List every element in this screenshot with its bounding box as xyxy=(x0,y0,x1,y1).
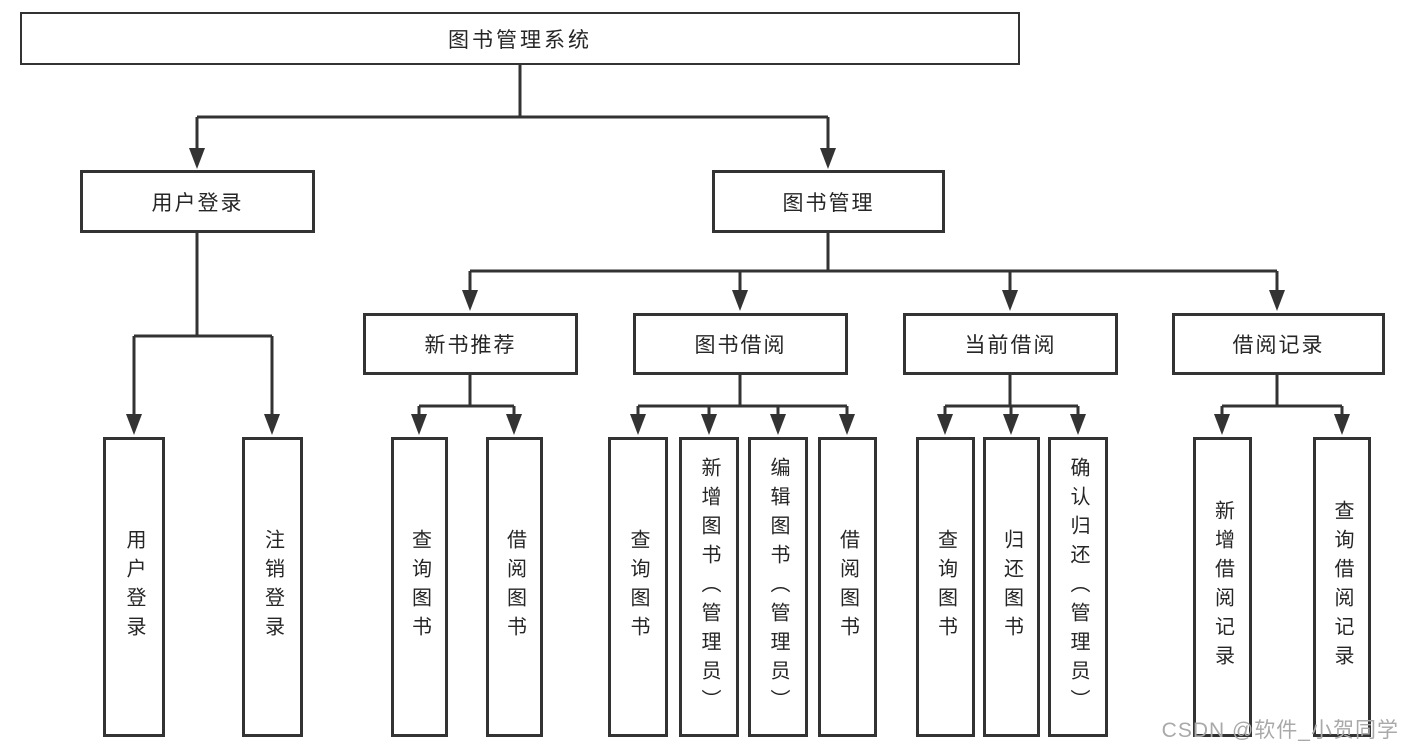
node-borrow-records-label: 借阅记录 xyxy=(1232,334,1325,357)
leaf-confirm-return-admin-label: 确认归还（管理员） xyxy=(1067,456,1089,718)
leaf-add-book-admin-label: 新增图书（管理员） xyxy=(698,456,720,718)
arrowheads xyxy=(126,148,1350,435)
leaf-query-borrow-record-label: 查询借阅记录 xyxy=(1331,500,1353,674)
leaf-logout: 注销登录 xyxy=(242,437,303,737)
connector-root xyxy=(195,65,830,149)
leaf-borrow-books: 借阅图书 xyxy=(818,437,877,737)
node-library-system-label: 图书管理系统 xyxy=(448,28,592,52)
leaf-edit-book-admin: 编辑图书（管理员） xyxy=(748,437,808,737)
node-book-management-label: 图书管理 xyxy=(782,191,875,215)
node-new-book-recommend-label: 新书推荐 xyxy=(424,334,517,357)
connector-borrow-records xyxy=(1220,375,1344,415)
csdn-watermark: CSDN @软件_小贺同学 xyxy=(1161,719,1399,742)
leaf-query-books-recommend-label: 查询图书 xyxy=(408,529,431,645)
leaf-query-books-current-label: 查询图书 xyxy=(934,529,957,645)
node-library-system: 图书管理系统 xyxy=(20,12,1020,65)
connector-user-login xyxy=(132,233,274,415)
leaf-add-borrow-record: 新增借阅记录 xyxy=(1193,437,1252,737)
leaf-borrow-books-label: 借阅图书 xyxy=(836,529,859,645)
leaf-user-login: 用户登录 xyxy=(103,437,165,737)
leaf-query-borrow-record: 查询借阅记录 xyxy=(1313,437,1371,737)
leaf-logout-label: 注销登录 xyxy=(261,529,284,645)
connector-book-borrow xyxy=(636,375,849,415)
connector-current-borrow xyxy=(943,375,1080,415)
leaf-query-books-current: 查询图书 xyxy=(916,437,975,737)
leaf-borrow-books-recommend-label: 借阅图书 xyxy=(503,529,526,645)
node-book-management: 图书管理 xyxy=(712,170,945,233)
node-user-login: 用户登录 xyxy=(80,170,315,233)
node-borrow-records: 借阅记录 xyxy=(1172,313,1385,375)
leaf-query-books-borrow: 查询图书 xyxy=(608,437,668,737)
leaf-borrow-books-recommend: 借阅图书 xyxy=(486,437,543,737)
leaf-add-book-admin: 新增图书（管理员） xyxy=(679,437,739,737)
leaf-return-books: 归还图书 xyxy=(983,437,1040,737)
leaf-query-books-recommend: 查询图书 xyxy=(391,437,448,737)
node-book-borrow: 图书借阅 xyxy=(633,313,848,375)
leaf-add-borrow-record-label: 新增借阅记录 xyxy=(1211,500,1234,674)
connector-book-management xyxy=(468,233,1279,291)
leaf-query-books-borrow-label: 查询图书 xyxy=(627,529,649,645)
leaf-edit-book-admin-label: 编辑图书（管理员） xyxy=(767,456,789,718)
leaf-user-login-label: 用户登录 xyxy=(123,529,145,645)
leaf-confirm-return-admin: 确认归还（管理员） xyxy=(1048,437,1108,737)
node-book-borrow-label: 图书借阅 xyxy=(694,334,787,357)
leaf-return-books-label: 归还图书 xyxy=(1000,529,1023,645)
node-new-book-recommend: 新书推荐 xyxy=(363,313,578,375)
connector-new-book-recommend xyxy=(417,375,516,415)
node-user-login-label: 用户登录 xyxy=(151,191,244,215)
node-current-borrow-label: 当前借阅 xyxy=(964,334,1057,357)
node-current-borrow: 当前借阅 xyxy=(903,313,1118,375)
